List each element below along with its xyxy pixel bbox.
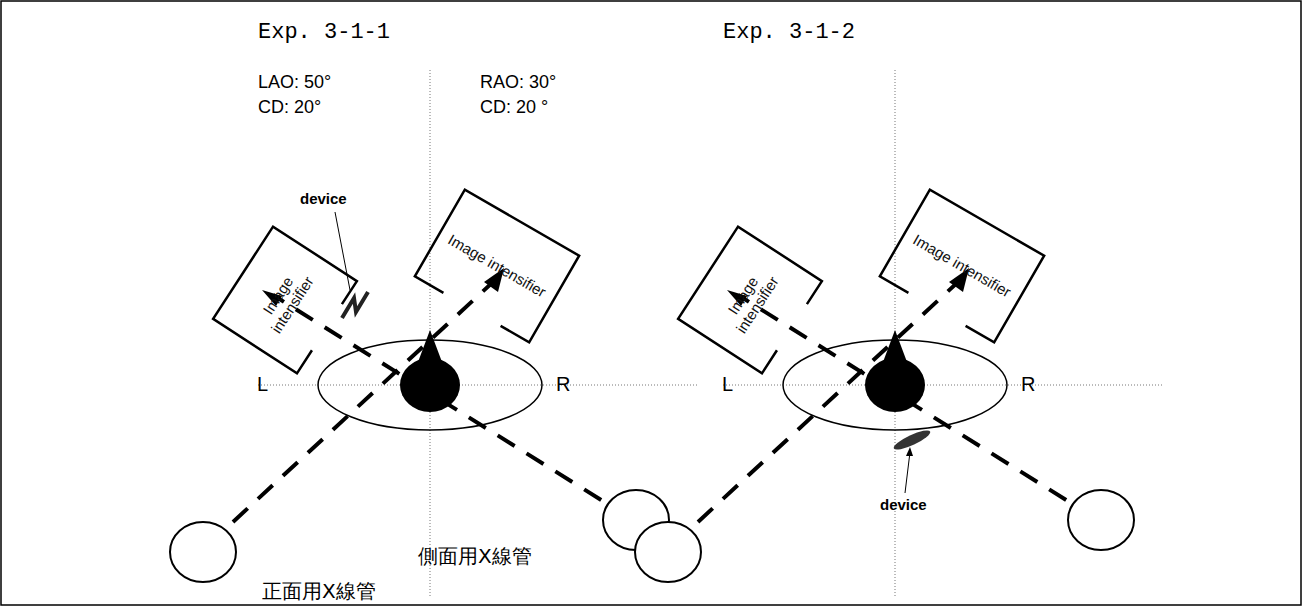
device-label: device (880, 496, 927, 513)
panel-title: Exp. 3-1-1 (258, 20, 390, 45)
image-intensifier-box: Image intensifier (678, 227, 822, 374)
side-label: L (257, 373, 268, 396)
image-intensifier-box: Image intensifier (213, 227, 357, 374)
angle-label: CD: 20 ° (480, 97, 548, 118)
image-intensifier-box: Image intensifier (880, 190, 1044, 343)
tube-label: 側面用X線管 (418, 543, 532, 570)
side-label: R (556, 373, 570, 396)
side-label: R (1021, 373, 1035, 396)
angle-label: RAO: 30° (480, 72, 556, 93)
box-label: Image intensifier (440, 226, 555, 307)
angle-label: CD: 20° (258, 97, 321, 118)
device-label: device (300, 190, 347, 207)
panel-title: Exp. 3-1-2 (723, 20, 855, 45)
tube-label: 正面用X線管 (262, 578, 376, 605)
box-label: Image intensifier (905, 226, 1020, 307)
angle-label: LAO: 50° (258, 72, 331, 93)
image-intensifier-box: Image intensifier (415, 190, 579, 343)
side-label: L (722, 373, 733, 396)
